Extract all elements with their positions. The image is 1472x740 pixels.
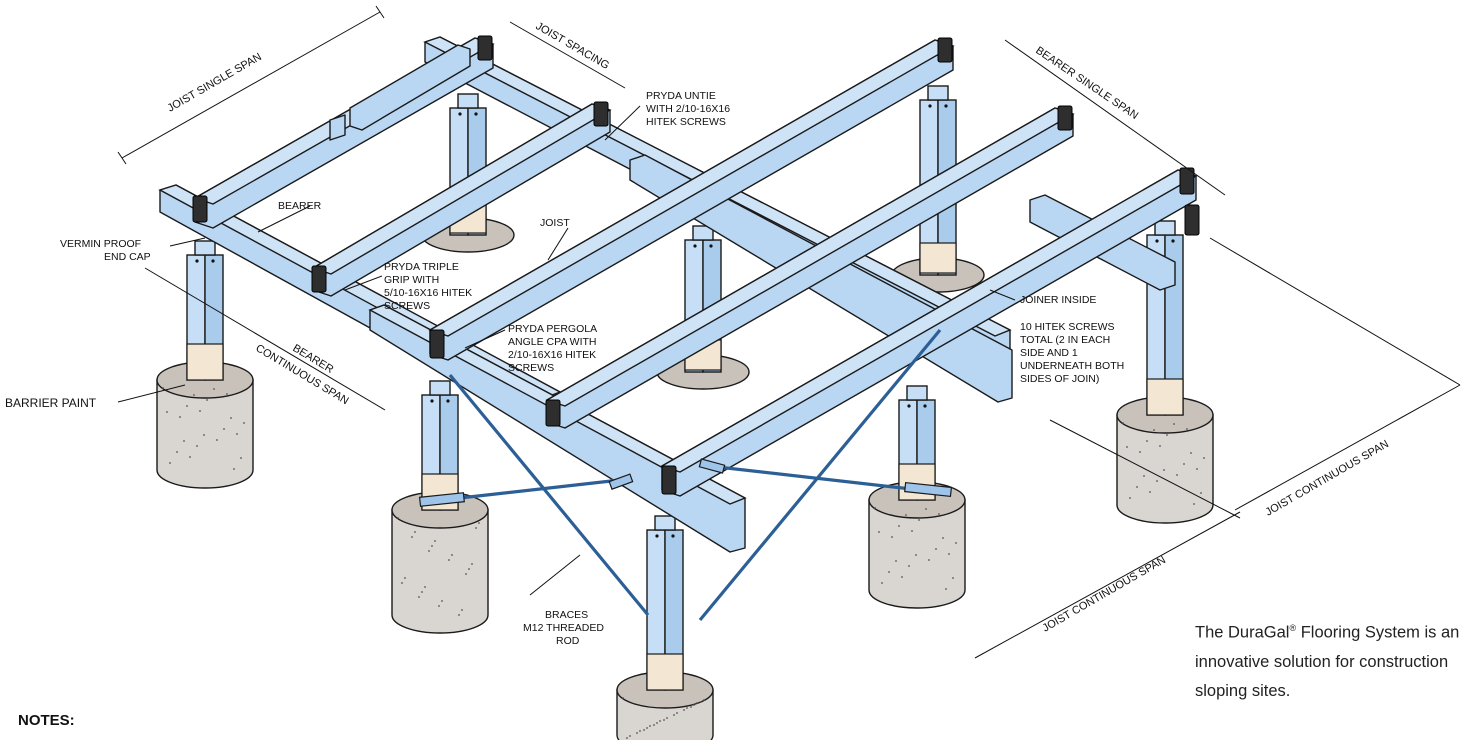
barrier-paint-label: BARRIER PAINT xyxy=(5,396,97,410)
hitek-screws-label-1: 10 HITEK SCREWS xyxy=(1020,321,1115,333)
triple-grip-label-4: SCREWS xyxy=(384,300,430,312)
pier-2 xyxy=(391,380,489,634)
joist-spacing-label: JOIST SPACING xyxy=(534,20,612,72)
caption-brand: The DuraGal xyxy=(1195,623,1290,642)
triple-grip-label-2: GRIP WITH xyxy=(384,274,439,286)
leader-lines xyxy=(117,105,1016,596)
hitek-screws-label-2: TOTAL (2 IN EACH xyxy=(1020,334,1110,346)
vermin-proof-label-1: VERMIN PROOF xyxy=(60,238,141,250)
pryda-untie-label-2: WITH 2/10-16X16 xyxy=(646,103,730,115)
pier-1 xyxy=(156,240,254,489)
pergola-label-3: 2/10-16X16 HITEK xyxy=(508,349,596,361)
braces-label-3: ROD xyxy=(556,635,580,647)
pergola-label-2: ANGLE CPA WITH xyxy=(508,336,597,348)
joists xyxy=(193,37,1198,497)
vermin-proof-label-2: END CAP xyxy=(104,251,151,263)
caption-reg-mark: ® xyxy=(1289,623,1297,633)
braces-label-1: BRACES xyxy=(545,609,588,621)
vermin-proof-end-caps xyxy=(192,35,1200,495)
pryda-untie-label-1: PRYDA UNTIE xyxy=(646,90,716,102)
joiner-inside-label: JOINER INSIDE xyxy=(1020,294,1096,306)
joist-continuous-span-right-label: JOIST CONTINUOUS SPAN xyxy=(1264,438,1391,519)
braces-label-2: M12 THREADED xyxy=(523,622,604,634)
bearer-label: BEARER xyxy=(278,200,322,212)
pier-5 xyxy=(1116,220,1214,524)
caption-text: Flooring System is an innovative solutio… xyxy=(1195,623,1460,700)
dimension-lines xyxy=(117,5,1461,659)
joist-continuous-span-bottom-label: JOIST CONTINUOUS SPAN xyxy=(1041,554,1168,635)
triple-grip-label-3: 5/10-16X16 HITEK xyxy=(384,287,472,299)
system-caption: The DuraGal® Flooring System is an innov… xyxy=(1195,614,1465,706)
notes-heading: NOTES: xyxy=(18,712,75,729)
pergola-label-4: SCREWS xyxy=(508,362,554,374)
pier-3 xyxy=(616,515,714,740)
pergola-label-1: PRYDA PERGOLA xyxy=(508,323,597,335)
triple-grip-label-1: PRYDA TRIPLE xyxy=(384,261,459,273)
pryda-untie-label-3: HITEK SCREWS xyxy=(646,116,726,128)
hitek-screws-label-5: SIDES OF JOIN) xyxy=(1020,373,1099,385)
hitek-screws-label-3: SIDE AND 1 xyxy=(1020,347,1078,359)
joist-label: JOIST xyxy=(540,217,570,229)
braces-m12-threaded-rod xyxy=(418,328,953,622)
hitek-screws-label-4: UNDERNEATH BOTH xyxy=(1020,360,1124,372)
